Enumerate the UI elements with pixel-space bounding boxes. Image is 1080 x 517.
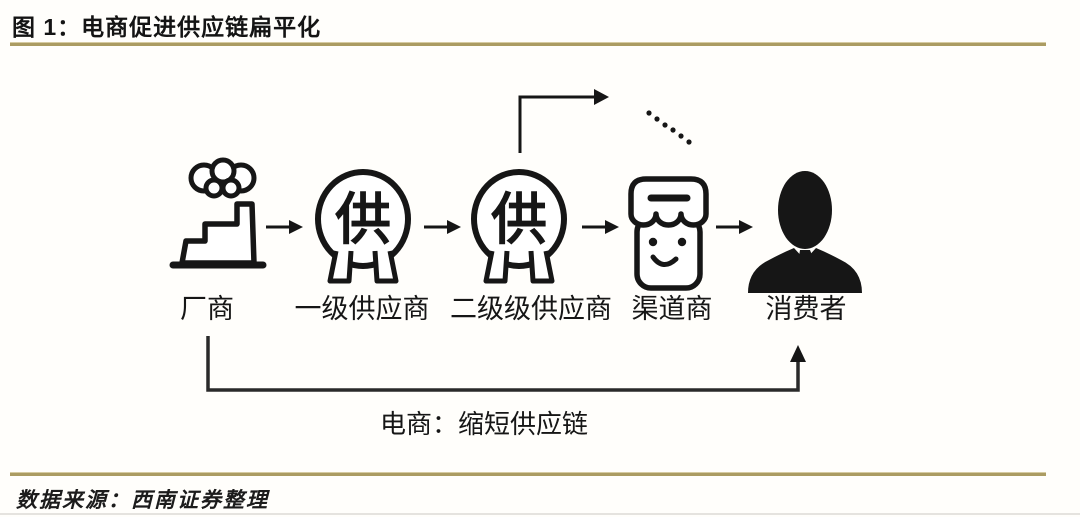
flow-arrow-3 — [582, 220, 619, 234]
figure-title: 图 1：电商促进供应链扁平化 — [12, 14, 322, 40]
bypass-label: 电商：缩短供应链 — [380, 409, 588, 439]
node-label-tier1: 一级供应商 — [295, 294, 430, 324]
arrowhead — [289, 220, 303, 234]
bypass-arrow — [206, 336, 806, 392]
footer-divider-line — [10, 472, 1046, 476]
supplier-foot-right — [528, 250, 555, 284]
bottom-edge-line — [0, 513, 1080, 515]
smoke-puff — [203, 177, 225, 199]
supplier-foot-left — [327, 250, 354, 284]
consumer-head — [778, 171, 832, 249]
supplier-circle-icon-tier2: 供 — [471, 169, 567, 284]
title-divider-line — [10, 42, 1046, 46]
dot — [654, 116, 660, 122]
smoke-puff — [220, 177, 242, 199]
dot — [686, 139, 692, 145]
supplier-foot-right — [372, 250, 399, 284]
factory-icon — [169, 157, 267, 269]
skip-level-arrow — [518, 89, 609, 153]
storefront-icon — [628, 176, 709, 291]
bypass-arrowhead — [790, 345, 806, 362]
store-eye-right — [677, 237, 687, 247]
dot — [678, 133, 684, 139]
store-eye-left — [648, 237, 658, 247]
supplier-glyph: 供 — [335, 188, 391, 251]
node-label-consumer: 消费者 — [766, 294, 847, 324]
supplier-circle-icon-tier1: 供 — [315, 169, 411, 284]
supplier-circle — [315, 169, 411, 269]
flow-arrow-2 — [424, 220, 461, 234]
consumer-tie — [798, 250, 815, 293]
supplier-foot-left — [483, 250, 510, 284]
skip-level-arrowhead — [594, 89, 609, 105]
dot — [646, 110, 652, 116]
dot — [670, 127, 676, 133]
supplier-glyph: 供 — [491, 188, 547, 251]
node-label-channel: 渠道商 — [632, 294, 713, 324]
store-body — [634, 215, 703, 291]
node-label-factory: 厂商 — [180, 294, 234, 324]
supplier-circle — [471, 169, 567, 269]
flow-arrow-1 — [266, 220, 303, 234]
arrowhead — [447, 220, 461, 234]
factory-building — [179, 201, 257, 266]
skip-level-dots-icon — [646, 110, 692, 145]
consumer-icon — [748, 171, 862, 293]
data-source-note: 数据来源：西南证券整理 — [16, 488, 269, 512]
bypass-line — [206, 336, 800, 392]
arrowhead — [739, 220, 753, 234]
skip-level-arrow-line — [518, 95, 594, 153]
store-smile — [650, 254, 679, 267]
store-awning — [628, 176, 709, 228]
dot — [662, 122, 668, 128]
node-label-tier2: 二级级供应商 — [450, 294, 612, 324]
flow-arrow-4 — [716, 220, 753, 234]
arrowhead — [605, 220, 619, 234]
